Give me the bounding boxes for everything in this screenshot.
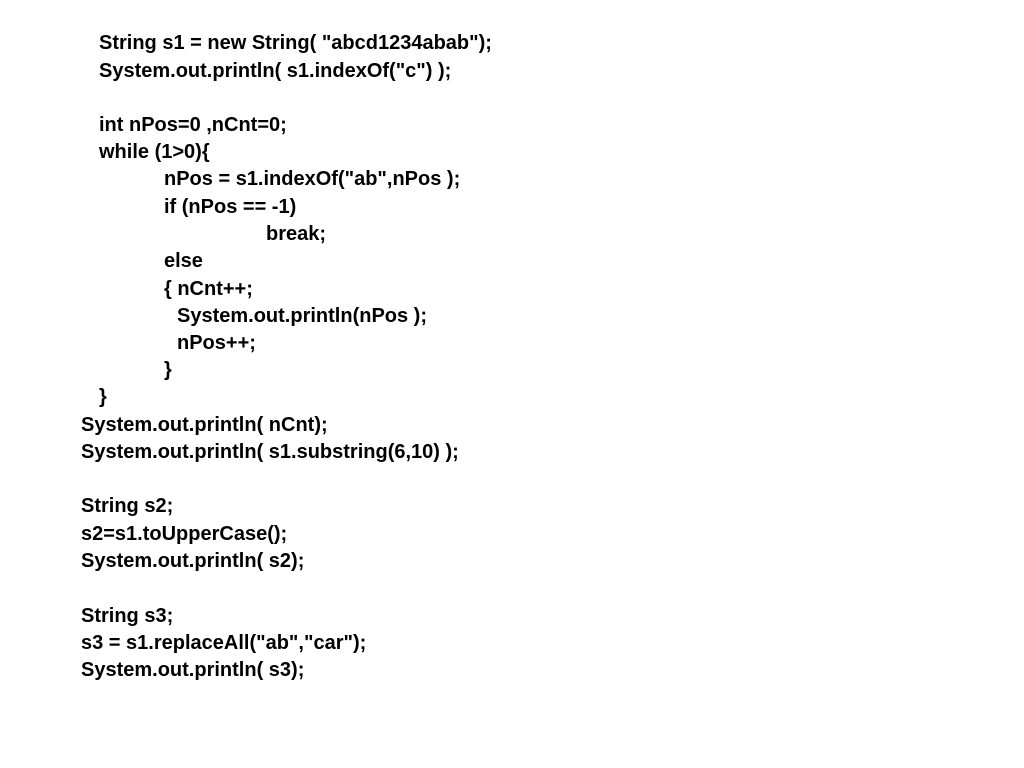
code-line-21: System.out.println( s3); <box>81 659 305 681</box>
code-line-4: while (1>0){ <box>99 141 210 163</box>
code-line-8: else <box>164 250 203 272</box>
code-line-15: System.out.println( s1.substring(6,10) )… <box>81 441 459 463</box>
code-line-16: String s2; <box>81 495 174 517</box>
code-line-5: nPos = s1.indexOf("ab",nPos ); <box>164 168 461 190</box>
code-line-7: break; <box>266 223 327 245</box>
code-line-2: System.out.println( s1.indexOf("c") ); <box>99 60 452 82</box>
code-line-19: String s3; <box>81 605 174 627</box>
code-line-14: System.out.println( nCnt); <box>81 414 328 436</box>
code-line-12: } <box>164 359 172 381</box>
code-line-10: System.out.println(nPos ); <box>177 305 427 327</box>
code-line-11: nPos++; <box>177 332 256 354</box>
code-line-6: if (nPos == -1) <box>164 196 297 218</box>
code-line-20: s3 = s1.replaceAll("ab","car"); <box>81 632 367 654</box>
code-line-3: int nPos=0 ,nCnt=0; <box>99 114 287 136</box>
code-line-13: } <box>99 386 107 408</box>
code-line-1: String s1 = new String( "abcd1234abab"); <box>99 32 492 54</box>
code-line-18: System.out.println( s2); <box>81 550 305 572</box>
code-line-17: s2=s1.toUpperCase(); <box>81 523 288 545</box>
code-line-9: { nCnt++; <box>164 278 253 300</box>
